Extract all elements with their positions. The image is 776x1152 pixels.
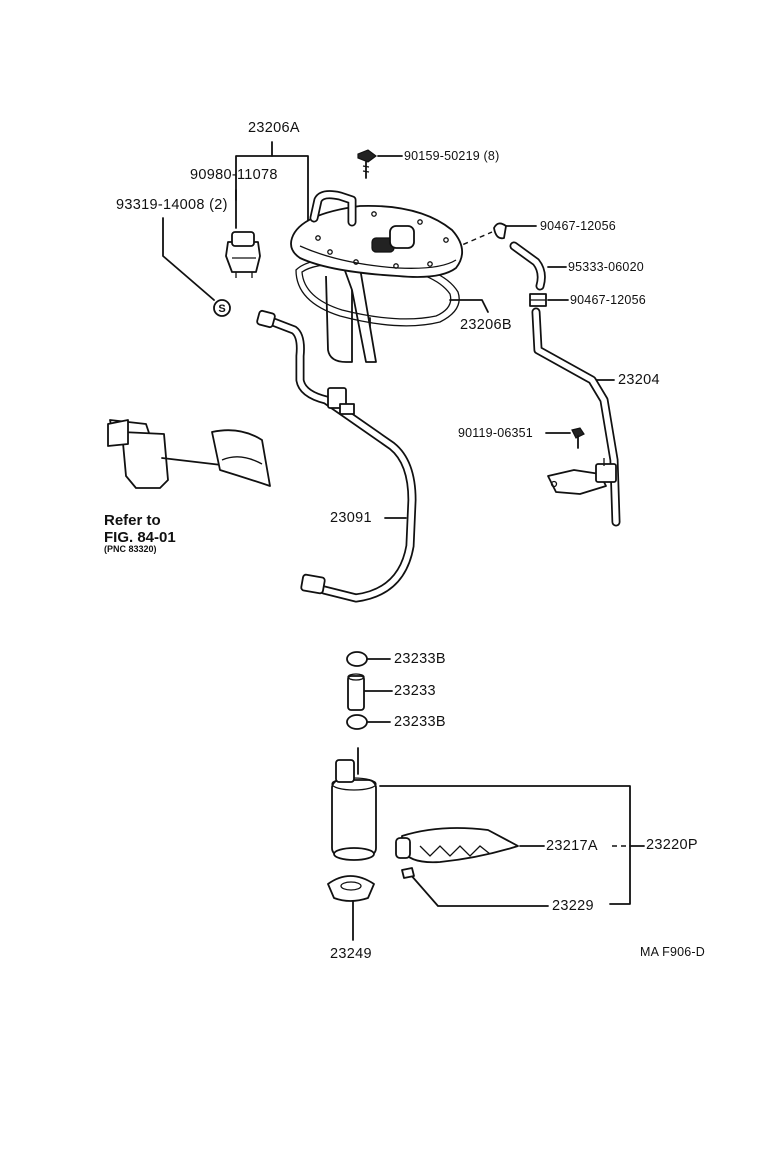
label-23233: 23233 [394, 683, 436, 699]
label-90467-12056-upper: 90467-12056 [540, 219, 616, 233]
pump-bracket-assembly [290, 190, 463, 363]
fuel-filter-icon [395, 827, 519, 864]
pump-cushion-icon [327, 875, 375, 902]
short-hose-icon [347, 673, 365, 711]
label-23204: 23204 [618, 372, 660, 388]
bolt-90119-icon [571, 427, 585, 449]
reference-line-2: FIG. 84-01 [104, 529, 176, 546]
label-90980-11078: 90980-11078 [190, 167, 278, 183]
label-23233b-lower: 23233B [394, 714, 446, 730]
label-23206a: 23206A [248, 120, 300, 136]
clip-upper-icon [493, 222, 507, 240]
screw-90159-icon [357, 149, 377, 179]
fuel-hose-23091 [256, 309, 417, 603]
clamp-lower-icon [346, 714, 368, 730]
clip-lower-icon [529, 293, 547, 307]
label-90119-06351: 90119-06351 [458, 426, 533, 440]
s-symbol-mark: S [213, 299, 231, 317]
figure-code: MA F906-D [640, 945, 706, 959]
label-23217a: 23217A [546, 838, 598, 854]
label-23220p: 23220P [646, 837, 698, 853]
sender-gauge-unit [107, 419, 271, 489]
reference-line-3: (PNC 83320) [104, 544, 157, 554]
label-23233b-upper: 23233B [394, 651, 446, 667]
fuel-pipe-23204 [531, 307, 621, 527]
reference-line-1: Refer to [104, 512, 161, 529]
label-23229: 23229 [552, 898, 594, 914]
label-23206b: 23206B [460, 317, 512, 333]
label-90159-50219: 90159-50219 (8) [404, 149, 500, 163]
s-symbol-text: S [218, 303, 225, 315]
label-93319-14008: 93319-14008 (2) [116, 197, 228, 213]
clamp-upper-icon [346, 651, 368, 667]
label-23091: 23091 [330, 510, 372, 526]
label-90467-12056-lower: 90467-12056 [570, 293, 646, 307]
label-23249: 23249 [330, 946, 372, 962]
fuel-pump-body [331, 747, 377, 861]
vent-hose-icon [509, 241, 546, 291]
label-95333-06020: 95333-06020 [568, 260, 644, 274]
sender-gauge-connector [225, 231, 261, 278]
clip-23229-icon [401, 867, 415, 879]
leader-lines [162, 141, 645, 941]
